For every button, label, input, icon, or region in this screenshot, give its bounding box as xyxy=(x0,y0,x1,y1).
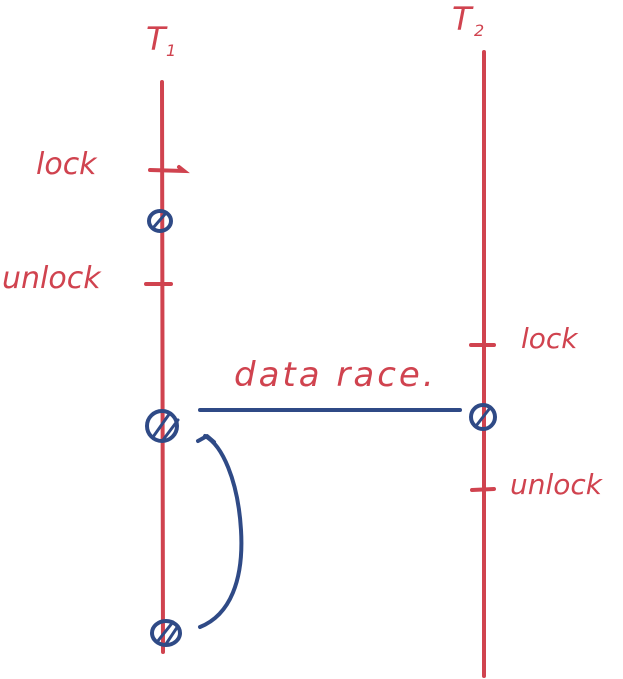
thread-2-unlock-label: unlock xyxy=(510,468,604,501)
thread-2-subscript: 2 xyxy=(474,21,484,40)
thread-1-label: T xyxy=(146,20,168,58)
thread-1-header: T 1 xyxy=(146,20,176,60)
thread-2-unlock-tick xyxy=(470,487,496,492)
thread-2-label: T xyxy=(452,0,474,38)
t1-access-in-critical-section xyxy=(147,209,173,233)
thread-1-unlock-label: unlock xyxy=(2,261,102,296)
t2-racing-access xyxy=(469,403,497,431)
thread-1-lock-tick xyxy=(148,165,190,174)
t1-racing-access xyxy=(145,409,180,443)
data-race-label: data race. xyxy=(234,355,437,395)
t1-later-access xyxy=(150,619,182,647)
thread-2-header: T 2 xyxy=(452,0,484,40)
thread-1-timeline xyxy=(160,80,165,654)
thread-1-subscript: 1 xyxy=(166,41,176,60)
thread-2-lock-label: lock xyxy=(521,322,579,355)
arrowhead-icon xyxy=(196,434,216,444)
thread-1-lock-label: lock xyxy=(36,147,98,182)
program-order-arrow xyxy=(198,434,244,629)
